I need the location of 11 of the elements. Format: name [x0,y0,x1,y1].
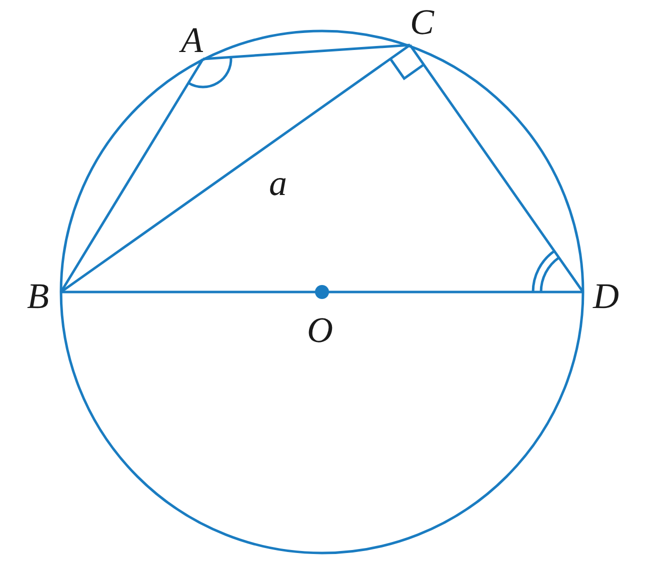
point-label: B [27,278,49,314]
line-segment [61,290,583,294]
line-segment [60,58,204,293]
line-segment [60,44,411,294]
point-label: C [410,4,434,40]
side-label: a [269,165,287,201]
line-segment [202,44,410,60]
point-label: O [307,312,333,348]
point-label: A [181,22,203,58]
line-segment [408,44,584,293]
point-label: D [593,278,619,314]
